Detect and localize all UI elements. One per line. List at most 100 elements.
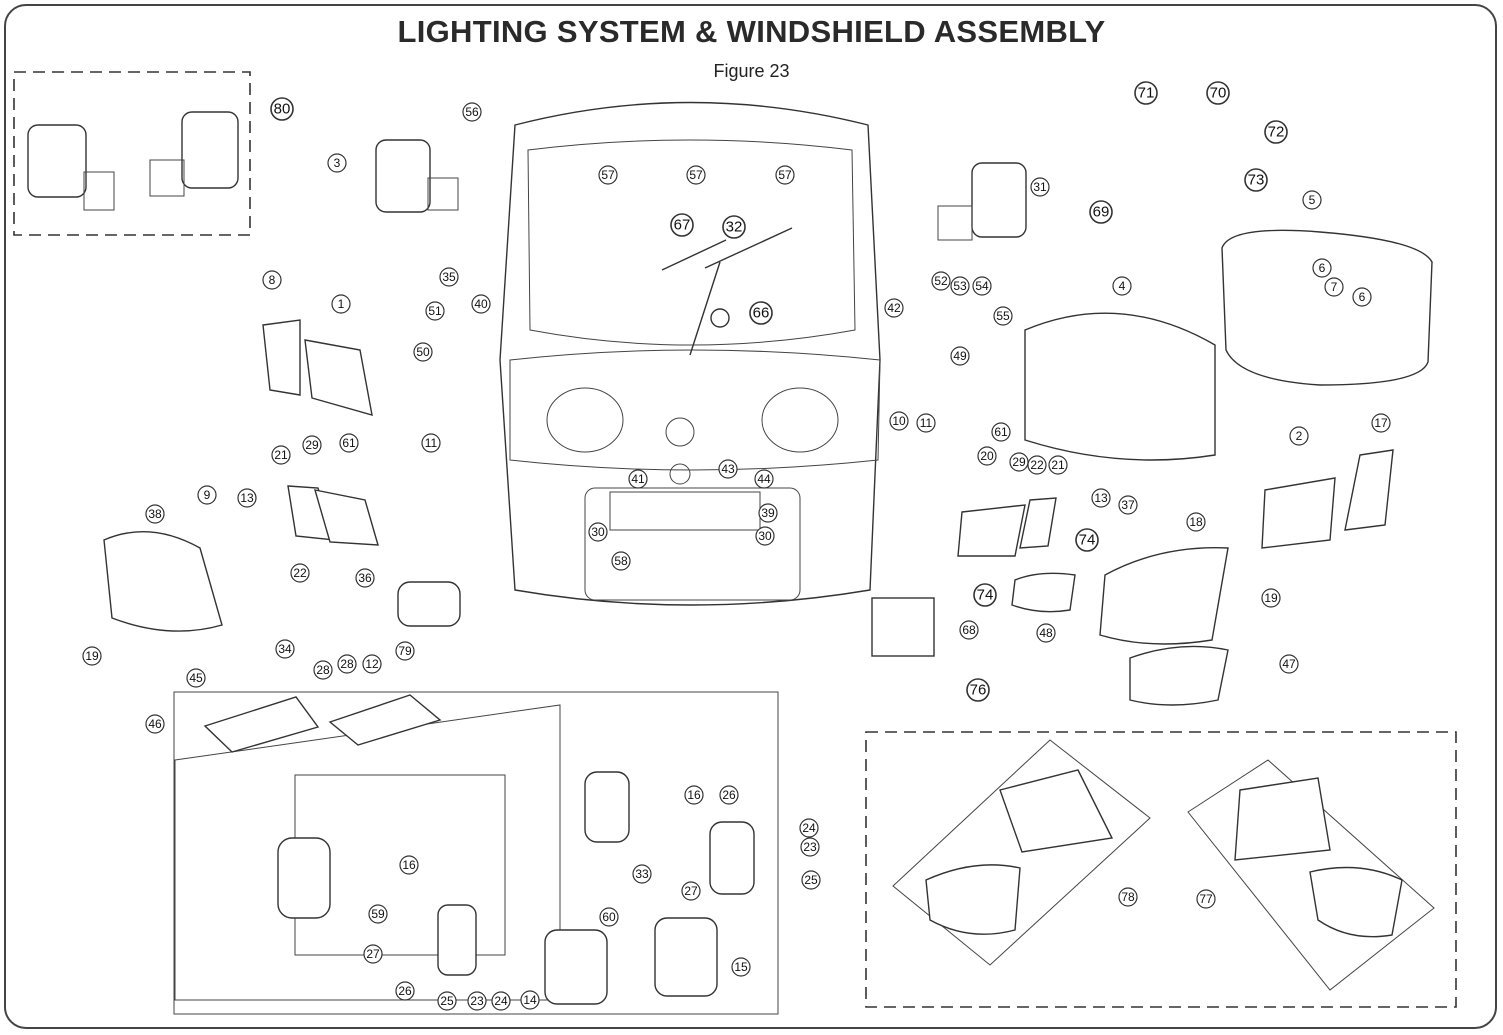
callout-circle xyxy=(395,981,415,1001)
callout-circle xyxy=(1089,200,1113,224)
callout-number: 37 xyxy=(1121,498,1135,512)
callout-circle xyxy=(337,654,357,674)
callout-circle xyxy=(290,563,310,583)
callout-circle xyxy=(437,991,457,1011)
callout-circle xyxy=(363,944,383,964)
callout-50: 50 xyxy=(413,342,433,362)
callout-32: 32 xyxy=(722,215,746,239)
callout-circle xyxy=(972,276,992,296)
callout-16: 16 xyxy=(399,855,419,875)
callout-number: 51 xyxy=(428,304,442,318)
headlight-right xyxy=(1261,477,1336,549)
callout-number: 14 xyxy=(523,993,537,1007)
callout-number: 36 xyxy=(358,571,372,585)
callout-circle xyxy=(628,469,648,489)
callout-29: 29 xyxy=(1009,452,1029,472)
callout-6: 6 xyxy=(1312,258,1332,278)
callout-71: 71 xyxy=(1134,81,1158,105)
callout-circle xyxy=(1027,455,1047,475)
callout-circle xyxy=(749,301,773,325)
callout-number: 21 xyxy=(274,448,288,462)
callout-circle xyxy=(1030,177,1050,197)
callout-circle xyxy=(718,459,738,479)
callout-number: 57 xyxy=(601,168,615,182)
callout-18: 18 xyxy=(1186,512,1206,532)
callout-30: 30 xyxy=(755,526,775,546)
callout-circle xyxy=(775,165,795,185)
callout-number: 66 xyxy=(753,305,770,322)
callout-59: 59 xyxy=(368,904,388,924)
callout-19: 19 xyxy=(1261,588,1281,608)
callout-circle xyxy=(313,660,333,680)
callout-7: 7 xyxy=(1324,277,1344,297)
callout-circle xyxy=(1352,287,1372,307)
callout-58: 58 xyxy=(611,551,631,571)
callout-27: 27 xyxy=(681,881,701,901)
fender-trim-left xyxy=(103,531,223,632)
callout-80: 80 xyxy=(270,97,294,121)
callout-number: 48 xyxy=(1039,626,1053,640)
callout-circle xyxy=(1302,190,1322,210)
callout-40: 40 xyxy=(471,294,491,314)
callout-26: 26 xyxy=(395,981,415,1001)
callout-16: 16 xyxy=(684,785,704,805)
callout-number: 29 xyxy=(305,438,319,452)
callout-circle xyxy=(800,837,820,857)
callout-number: 80 xyxy=(274,101,291,118)
callout-number: 41 xyxy=(631,472,645,486)
figure-number: Figure 23 xyxy=(713,61,790,81)
callout-52: 52 xyxy=(931,271,951,291)
callout-number: 74 xyxy=(1079,532,1096,549)
callout-11: 11 xyxy=(916,413,936,433)
callout-circle xyxy=(1112,276,1132,296)
callout-number: 19 xyxy=(85,649,99,663)
callout-number: 35 xyxy=(442,270,456,284)
callout-57: 57 xyxy=(686,165,706,185)
callout-48: 48 xyxy=(1036,623,1056,643)
callout-number: 27 xyxy=(366,947,380,961)
callout-circle xyxy=(197,485,217,505)
callout-74: 74 xyxy=(1075,528,1099,552)
callout-29: 29 xyxy=(302,435,322,455)
callout-circle xyxy=(966,678,990,702)
callout-45: 45 xyxy=(186,668,206,688)
mirror-option-box xyxy=(13,71,251,236)
callout-circle xyxy=(1312,258,1332,278)
callout-number: 30 xyxy=(591,525,605,539)
callout-number: 50 xyxy=(416,345,430,359)
callout-number: 58 xyxy=(614,554,628,568)
callout-55: 55 xyxy=(993,306,1013,326)
callout-number: 54 xyxy=(975,279,989,293)
callout-circle xyxy=(588,522,608,542)
tail-lamp-right xyxy=(584,771,630,843)
callout-27: 27 xyxy=(363,944,383,964)
callout-78: 78 xyxy=(1118,887,1138,907)
callout-circle xyxy=(950,276,970,296)
callout-number: 22 xyxy=(293,566,307,580)
headlight-left-bezel xyxy=(262,319,301,396)
callout-21: 21 xyxy=(271,445,291,465)
callout-number: 60 xyxy=(602,910,616,924)
callout-1: 1 xyxy=(331,294,351,314)
callout-circle xyxy=(686,165,706,185)
callout-circle xyxy=(462,102,482,122)
callout-circle xyxy=(755,526,775,546)
callout-circle xyxy=(275,639,295,659)
callout-circle xyxy=(993,306,1013,326)
callout-number: 68 xyxy=(962,623,976,637)
callout-77: 77 xyxy=(1196,889,1216,909)
callout-number: 16 xyxy=(402,858,416,872)
callout-circle xyxy=(1244,168,1268,192)
right-mirror-bracket xyxy=(937,205,973,241)
turn-signal-lens-left xyxy=(314,489,379,546)
callout-circle xyxy=(1048,455,1068,475)
callout-circle xyxy=(520,990,540,1010)
callout-circle xyxy=(271,445,291,465)
callout-41: 41 xyxy=(628,469,648,489)
callout-circle xyxy=(754,469,774,489)
callout-number: 4 xyxy=(1119,279,1126,293)
callout-73: 73 xyxy=(1244,168,1268,192)
callout-42: 42 xyxy=(884,298,904,318)
callout-34: 34 xyxy=(275,639,295,659)
callout-10: 10 xyxy=(889,411,909,431)
